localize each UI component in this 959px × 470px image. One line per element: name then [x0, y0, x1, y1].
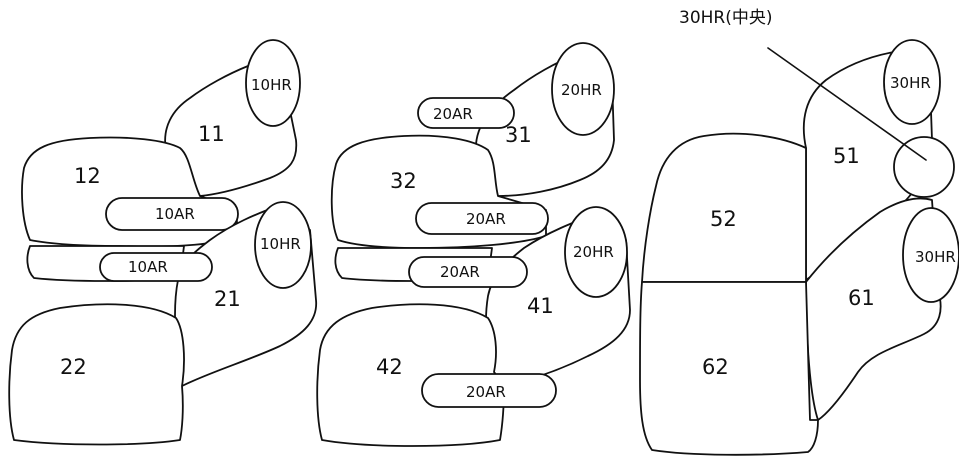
headrest-label-20hr-lower: 20HR [573, 243, 614, 261]
headrest-label-10hr-lower: 10HR [260, 235, 301, 253]
headrest-10hr-lower [254, 201, 312, 289]
part-number-32: 32 [390, 169, 417, 193]
armrest-label-20ar-lower: 20AR [440, 263, 480, 281]
seat-cushion-52 [641, 132, 807, 283]
part-number-62: 62 [702, 355, 729, 379]
armrest-20ar-upper [415, 202, 549, 235]
seat-group-10-series [8, 39, 317, 446]
headrest-label-30hr-upper: 30HR [890, 74, 931, 92]
callout-label-30hr-center: 30HR(中央) [679, 8, 773, 28]
headrest-30hr-upper [883, 39, 941, 125]
armrest-20ar-front [421, 373, 557, 408]
armrest-20ar-side [417, 97, 515, 129]
part-number-41: 41 [527, 294, 554, 318]
seat-cushion-42 [316, 303, 505, 447]
armrest-label-10ar-lower: 10AR [128, 258, 168, 276]
part-number-42: 42 [376, 355, 403, 379]
seat-group-20-series [316, 42, 631, 447]
seat-cushion-22 [8, 303, 185, 446]
armrest-20ar-lower [408, 256, 528, 288]
part-number-22: 22 [60, 355, 87, 379]
part-number-31: 31 [505, 123, 532, 147]
part-number-12: 12 [74, 164, 101, 188]
headrest-20hr-upper [551, 42, 615, 136]
part-number-51: 51 [833, 144, 860, 168]
seat-cushion-62 [639, 281, 819, 456]
armrest-label-20ar-side: 20AR [433, 105, 473, 123]
callout-leader-line [767, 47, 927, 161]
armrest-10ar-upper [105, 197, 239, 231]
headrest-20hr-lower [564, 206, 628, 298]
headrest-label-30hr-lower: 30HR [915, 248, 956, 266]
headrest-10hr-upper [245, 39, 301, 127]
part-number-52: 52 [710, 207, 737, 231]
headrest-30hr-center [893, 136, 955, 198]
part-number-61: 61 [848, 286, 875, 310]
armrest-10ar-lower [99, 252, 213, 282]
headrest-30hr-lower [902, 207, 959, 303]
armrest-label-20ar-upper: 20AR [466, 210, 506, 228]
seat-group-bench [639, 39, 959, 456]
armrest-label-10ar-upper: 10AR [155, 205, 195, 223]
headrest-label-10hr-upper: 10HR [251, 76, 292, 94]
headrest-label-20hr-upper: 20HR [561, 81, 602, 99]
part-number-11: 11 [198, 122, 225, 146]
armrest-label-20ar-front: 20AR [466, 383, 506, 401]
part-number-21: 21 [214, 287, 241, 311]
